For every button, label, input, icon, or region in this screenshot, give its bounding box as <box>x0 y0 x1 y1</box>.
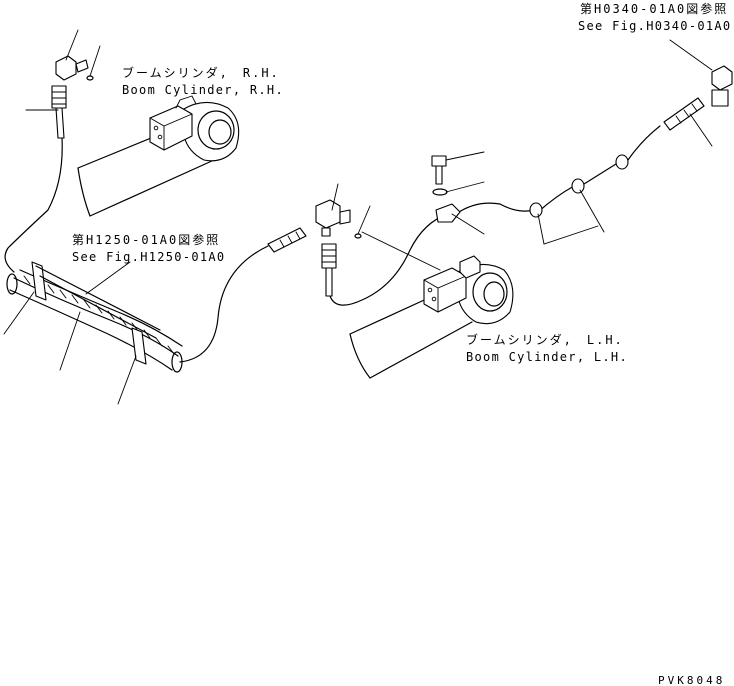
rh-cylinder-jp-label: ブームシリンダ, R.H. <box>122 65 280 80</box>
rh-hose-end <box>51 85 67 139</box>
ref-h0340-en-label: See Fig.H0340-01A0 <box>578 19 731 33</box>
middle-oring <box>354 233 362 239</box>
leader-lines <box>3 29 713 405</box>
washer <box>432 188 448 196</box>
ref-h0340-jp-label: 第H0340-01A0図参照 <box>580 1 728 16</box>
bolt <box>431 155 447 185</box>
boom-cylinder-rh <box>77 95 240 217</box>
lh-cylinder-en-label: Boom Cylinder, L.H. <box>466 350 628 364</box>
rh-cylinder-en-label: Boom Cylinder, R.H. <box>122 83 284 97</box>
middle-hose-end <box>321 243 337 297</box>
hose-clip <box>435 203 461 223</box>
ref-h1250-jp-label: 第H1250-01A0図参照 <box>72 232 220 247</box>
bundle-hose-end <box>267 227 307 253</box>
rh-oring <box>86 75 94 81</box>
ref-h1250-en-label: See Fig.H1250-01A0 <box>72 250 225 264</box>
right-elbow-fitting <box>711 65 733 107</box>
rh-elbow-fitting <box>55 55 89 81</box>
drawing-code: PVK8048 <box>658 674 725 686</box>
hose-sleeve-rings <box>529 154 629 218</box>
hose-bundle <box>6 261 183 373</box>
lh-cylinder-jp-label: ブームシリンダ, L.H. <box>466 332 624 347</box>
boom-cylinder-lh <box>349 255 514 379</box>
right-hose-end <box>663 97 705 131</box>
middle-tee-fitting <box>315 199 351 237</box>
